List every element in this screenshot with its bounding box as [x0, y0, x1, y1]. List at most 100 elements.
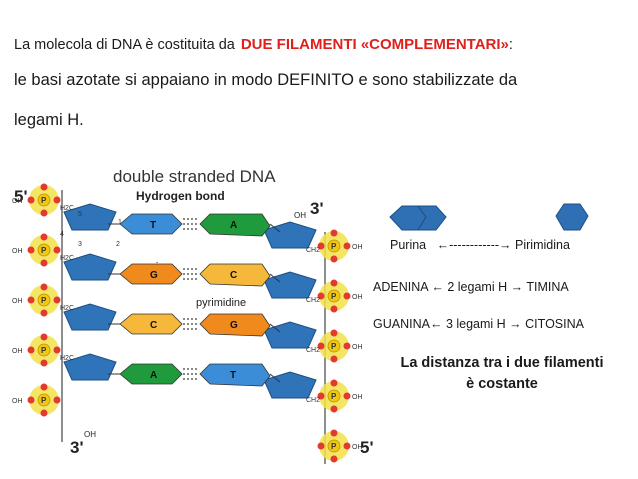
- deoxyribose-sugar: [63, 303, 117, 331]
- oxygen-atom: [40, 259, 48, 267]
- phosphorus-atom: [37, 293, 51, 307]
- oxygen-atom: [330, 229, 338, 237]
- purina-label: Purina: [390, 238, 427, 252]
- h2c-label: H2C: [60, 305, 74, 312]
- oxygen-atom: [330, 379, 338, 387]
- adenina-label: ADENINA: [373, 280, 428, 294]
- ring-number: 3: [78, 241, 82, 248]
- ch2-label: CH2: [306, 397, 320, 404]
- intro-line-3: legami H.: [14, 111, 84, 129]
- oxygen-atom: [330, 305, 338, 313]
- deoxyribose-sugar: [63, 203, 117, 231]
- deoxyribose-sugar: [263, 221, 317, 249]
- oxygen-atom: [330, 255, 338, 263]
- timina-label: TIMINA: [526, 280, 569, 294]
- oxygen-atom: [40, 409, 48, 417]
- oxygen-atom: [27, 396, 35, 404]
- phosphorus-label: P: [331, 292, 337, 301]
- oxygen-atom: [343, 392, 351, 400]
- phosphorus-label: P: [41, 396, 47, 405]
- hydroxyl-label: OH: [12, 298, 23, 305]
- phosphorus-label: P: [331, 392, 337, 401]
- base-left-ring: [119, 213, 183, 235]
- adenina-bonds: 2 legami H: [447, 280, 508, 294]
- arrow-left-icon: ←: [429, 238, 450, 252]
- oxygen-atom: [40, 359, 48, 367]
- arrow-left-icon: ←: [431, 280, 444, 294]
- glycosidic-bond-right: [269, 323, 281, 333]
- phosphorus-label: P: [41, 346, 47, 355]
- h2c-label: H2C: [60, 355, 74, 362]
- ch2-label: CH2: [306, 347, 320, 354]
- base-left-letter: T: [150, 220, 156, 231]
- phosphorus-label: P: [41, 196, 47, 205]
- oxygen-atom: [27, 346, 35, 354]
- ch2-label: CH2: [306, 297, 320, 304]
- end-label-left-bottom: 3': [70, 438, 84, 457]
- base-right-letter: A: [230, 220, 237, 231]
- hydroxyl-label: OH: [352, 344, 363, 351]
- base-left-ring: [119, 363, 183, 385]
- diagram-subtitle: Hydrogen bond: [136, 189, 225, 203]
- deoxyribose-sugar: [63, 253, 117, 281]
- hydroxyl-label: OH: [352, 444, 363, 451]
- deoxyribose-sugar: [63, 353, 117, 381]
- glycosidic-bond-right: [269, 373, 281, 383]
- dashes: ------------: [449, 238, 500, 252]
- oxygen-atom: [343, 242, 351, 250]
- phosphorus-label: P: [331, 342, 337, 351]
- ring-number: 4: [60, 231, 64, 238]
- intro-prefix: La molecola di DNA è costituita da: [14, 37, 235, 53]
- phosphorus-label: P: [331, 242, 337, 251]
- base-right-ring: [199, 313, 271, 337]
- oxygen-atom: [330, 279, 338, 287]
- phosphorus-atom: [37, 343, 51, 357]
- hydroxyl-label: OH: [352, 394, 363, 401]
- oxygen-atom: [317, 392, 325, 400]
- oxygen-atom: [53, 196, 61, 204]
- guanina-label: GUANINA: [373, 317, 430, 331]
- base-right-ring: [199, 263, 271, 287]
- oxygen-atom: [317, 342, 325, 350]
- ring-number: 1: [118, 219, 122, 226]
- arrow-right-icon: →: [510, 280, 524, 294]
- h2c-label: H2C: [60, 205, 74, 212]
- ring-number: 5: [78, 211, 82, 218]
- base-left-ring: [119, 263, 183, 285]
- oxygen-atom: [40, 333, 48, 341]
- base-right-letter: G: [230, 320, 238, 331]
- oxygen-atom: [330, 429, 338, 437]
- phosphorus-atom: [37, 393, 51, 407]
- guanina-citosina-legend: GUANINA← 3 legami H → CITOSINA: [373, 317, 584, 331]
- arrow-right-icon: →: [509, 317, 522, 331]
- oxygen-atom: [40, 283, 48, 291]
- oxygen-atom: [330, 355, 338, 363]
- purine-pyrimidine-legend: Purina ←------------→ Pirimidina: [390, 238, 570, 252]
- arrow-left-icon: ←: [429, 317, 443, 331]
- hydroxyl-label: OH: [352, 294, 363, 301]
- oxygen-atom: [40, 309, 48, 317]
- oxygen-atom: [53, 296, 61, 304]
- phosphorus-atom: [327, 289, 341, 303]
- hydroxyl-label: OH: [352, 244, 363, 251]
- oxygen-atom: [27, 196, 35, 204]
- oh-label-bottom: OH: [84, 430, 96, 439]
- phosphorus-label: P: [331, 442, 337, 451]
- phosphorus-atom: [37, 193, 51, 207]
- oxygen-atom: [53, 246, 61, 254]
- deoxyribose-sugar: [263, 371, 317, 399]
- base-left-letter: C: [150, 320, 157, 331]
- guanina-bonds: 3 legami H: [445, 317, 506, 331]
- end-label-right-top: 3': [310, 199, 324, 218]
- distance-line-1: La distanza tra i due filamenti: [400, 355, 604, 371]
- oxygen-atom: [330, 405, 338, 413]
- pyrimidine-hexagon: [555, 203, 589, 231]
- glycosidic-bond-right: [269, 223, 281, 233]
- oxygen-atom: [343, 342, 351, 350]
- pirimidina-label: Pirimidina: [515, 238, 570, 252]
- oxygen-atom: [27, 246, 35, 254]
- oxygen-atom: [53, 346, 61, 354]
- phosphorus-atom: [327, 239, 341, 253]
